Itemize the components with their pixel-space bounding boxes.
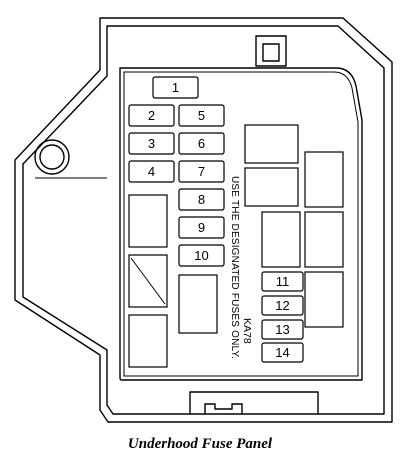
panel-code: KA78 xyxy=(241,318,253,344)
fuse-2-slot[interactable] xyxy=(128,104,175,127)
fuse-5-slot[interactable] xyxy=(178,104,225,127)
fuse-12-label: 12 xyxy=(275,298,289,313)
housing-outline xyxy=(14,17,393,423)
fuse-8-label: 8 xyxy=(198,192,205,207)
relay-slots xyxy=(128,124,344,368)
fuse-6-label: 6 xyxy=(198,136,205,151)
fuse-14-label: 14 xyxy=(275,345,289,360)
fuse-3-slot[interactable] xyxy=(128,132,175,155)
relay-slot-right-middle[interactable] xyxy=(304,211,344,268)
fuse-slots xyxy=(128,76,304,363)
top-latch-tab xyxy=(255,35,287,67)
instruction-text: USE THE DESIGNATED FUSES ONLY. xyxy=(229,176,240,359)
fuse-8-slot[interactable] xyxy=(178,188,225,211)
fuse-1-slot[interactable] xyxy=(152,76,199,99)
relay-slot-right-bottom[interactable] xyxy=(304,271,344,328)
relay-slot-right-middle-left[interactable] xyxy=(261,211,301,268)
top-latch-tab-inner xyxy=(262,43,280,62)
fuse-13-slot[interactable] xyxy=(261,319,304,340)
fuse-7-label: 7 xyxy=(198,164,205,179)
relay-slot-right-top[interactable] xyxy=(304,151,344,208)
fuse-11-label: 11 xyxy=(276,274,290,289)
mounting-boss-inner xyxy=(39,144,65,170)
fuse-5-label: 5 xyxy=(198,108,205,123)
relay-slot-top-middle[interactable] xyxy=(244,124,299,164)
fuse-12-slot[interactable] xyxy=(261,295,304,316)
housing-inner-outline xyxy=(22,25,385,415)
relay-slot-center[interactable] xyxy=(178,274,218,334)
mounting-boss-outer xyxy=(34,139,70,175)
diagram-caption: Underhood Fuse Panel xyxy=(127,436,273,452)
bottom-latch xyxy=(189,391,319,415)
relay-slot-left-bottom[interactable] xyxy=(128,314,168,368)
relay-slot-left-top[interactable] xyxy=(128,194,168,248)
fuse-10-label: 10 xyxy=(194,248,208,263)
fuse-14-slot[interactable] xyxy=(261,342,304,363)
fuse-9-label: 9 xyxy=(198,220,205,235)
fuse-6-slot[interactable] xyxy=(178,132,225,155)
fuse-3-label: 3 xyxy=(148,136,155,151)
fuse-9-slot[interactable] xyxy=(178,216,225,239)
fuse-1-label: 1 xyxy=(172,80,179,95)
fuse-labels: 1 2 3 4 5 6 7 8 9 10 11 12 13 14 xyxy=(148,80,290,360)
fuse-2-label: 2 xyxy=(148,108,155,123)
fuse-10-slot[interactable] xyxy=(178,244,225,267)
fuse-13-label: 13 xyxy=(275,322,289,337)
fuse-4-label: 4 xyxy=(148,164,155,179)
relay-slot-middle[interactable] xyxy=(244,167,299,207)
relay-slot-diagonal xyxy=(130,257,166,305)
fuse-4-slot[interactable] xyxy=(128,160,175,183)
fuse-board-outline xyxy=(119,67,363,381)
fuse-11-slot[interactable] xyxy=(261,271,304,292)
fuse-7-slot[interactable] xyxy=(178,160,225,183)
fuse-board-inner-outline xyxy=(123,71,359,377)
